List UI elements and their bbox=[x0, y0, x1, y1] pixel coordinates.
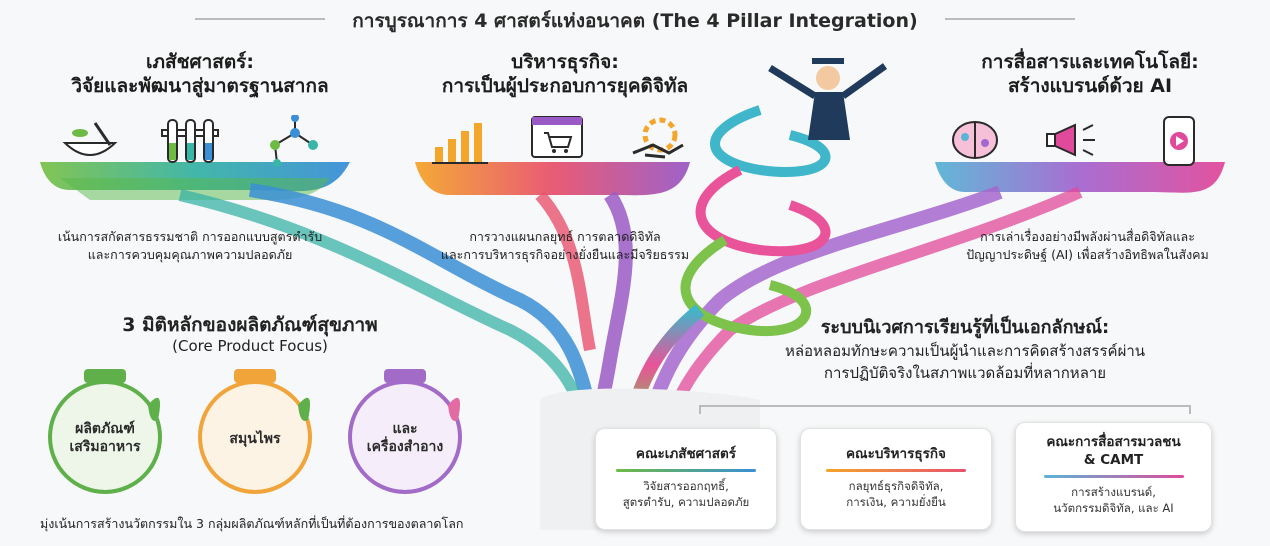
pillar-heading-line2: วิจัยและพัฒนาสู่มาตรฐานสากล bbox=[71, 75, 329, 97]
faculty-desc-line2: นวัตกรรมดิจิทัล, และ AI bbox=[1053, 501, 1174, 515]
pillar-heading-line1: การสื่อสารและเทคโนโลยี: bbox=[981, 51, 1199, 73]
faculty-name-line2: & CAMT bbox=[1083, 452, 1144, 468]
pillar-heading-line2: สร้างแบรนด์ด้วย AI bbox=[1007, 75, 1173, 97]
pillar-pharmacy-desc: เน้นการสกัดสารธรรมชาติ การออกแบบสูตรตำรั… bbox=[40, 228, 340, 264]
bar-chart-icon bbox=[432, 123, 488, 164]
pillar-desc-line1: เน้นการสกัดสารธรรมชาติ การออกแบบสูตรตำรั… bbox=[57, 229, 323, 244]
faculty-divider bbox=[1043, 475, 1184, 478]
faculty-name: คณะเภสัชศาสตร์ bbox=[635, 446, 737, 462]
product-jars bbox=[48, 369, 462, 494]
jar-label-cosmetics: และ เครื่องสำอาง bbox=[355, 420, 455, 456]
ecosystem-line2: การปฏิบัติจริงในสภาพแวดล้อมที่หลากหลาย bbox=[823, 364, 1107, 382]
faculty-name: คณะการสื่อสารมวลชน bbox=[1046, 434, 1181, 450]
faculty-desc-line1: วิจัยสารออกฤทธิ์, bbox=[643, 479, 729, 493]
pillar-heading-line1: บริหารธุรกิจ: bbox=[511, 51, 619, 73]
jar-supplements bbox=[48, 369, 162, 494]
faculty-desc-line1: กลยุทธ์ธุรกิจดิจิทัล, bbox=[848, 479, 944, 493]
pillar-communication-icons bbox=[952, 116, 1195, 166]
pillar-desc-line2: และการบริหารธุรกิจอย่างยั่งยืนและมีจริยธ… bbox=[440, 247, 690, 262]
main-title: การบูรณาการ 4 ศาสตร์แห่งอนาคต (The 4 Pil… bbox=[352, 10, 918, 32]
focus-subtitle: (Core Product Focus) bbox=[172, 337, 328, 355]
faculty-card-communication: คณะการสื่อสารมวลชน & CAMT การสร้างแบรนด์… bbox=[1015, 422, 1212, 532]
handshake-gear-icon bbox=[632, 117, 684, 159]
pillar-communication-desc: การเล่าเรื่องอย่างมีพลังผ่านสื่อดิจิทัลแ… bbox=[935, 228, 1240, 264]
ecosystem-line1: หล่อหลอมทักษะความเป็นผู้นำและการคิดสร้าง… bbox=[784, 342, 1146, 360]
title-bracket-right bbox=[945, 18, 1075, 32]
pillar-business-heading: บริหารธุรกิจ: การเป็นผู้ประกอบการยุคดิจิ… bbox=[420, 50, 710, 98]
faculty-desc-line2: สูตรตำรับ, ความปลอดภัย bbox=[622, 495, 750, 509]
focus-note: มุ่งเน้นการสร้างนวัตกรรมใน 3 กลุ่มผลิตภั… bbox=[40, 516, 464, 531]
pillar-heading-line2: การเป็นผู้ประกอบการยุคดิจิทัล bbox=[441, 75, 689, 97]
jar-herbs bbox=[198, 369, 312, 494]
title-bracket-left bbox=[195, 18, 325, 32]
smartphone-play-icon bbox=[1163, 116, 1195, 166]
faculty-name: คณะบริหารธุรกิจ bbox=[846, 446, 946, 462]
jar-label-line2: เสริมอาหาร bbox=[69, 439, 141, 455]
megaphone-icon bbox=[1046, 123, 1095, 157]
faculty-card-business: คณะบริหารธุรกิจ กลยุทธ์ธุรกิจดิจิทัล, กา… bbox=[800, 428, 992, 530]
brain-icon bbox=[952, 121, 998, 159]
pillar-desc-line1: การวางแผนกลยุทธ์ การตลาดดิจิทัล bbox=[469, 229, 661, 244]
jar-label-supplements: ผลิตภัณฑ์ เสริมอาหาร bbox=[55, 420, 155, 456]
faculty-desc-line1: การสร้างแบรนด์, bbox=[1071, 485, 1156, 499]
jar-label-line1: และ bbox=[392, 421, 418, 437]
learning-ecosystem: ระบบนิเวศการเรียนรู้ที่เป็นเอกลักษณ์: หล… bbox=[730, 316, 1200, 384]
pillar-communication-heading: การสื่อสารและเทคโนโลยี: สร้างแบรนด์ด้วย … bbox=[940, 50, 1240, 98]
molecule-icon bbox=[270, 115, 318, 167]
pillar-pharmacy-heading: เภสัชศาสตร์: วิจัยและพัฒนาสู่มาตรฐานสากล bbox=[60, 50, 340, 98]
test-tubes-icon bbox=[161, 119, 219, 163]
faculty-card-pharmacy: คณะเภสัชศาสตร์ วิจัยสารออกฤทธิ์, สูตรตำร… bbox=[595, 428, 777, 530]
pillar-desc-line2: ปัญญาประดิษฐ์ (AI) เพื่อสร้างอิทธิพลในสั… bbox=[966, 247, 1209, 262]
pillar-desc-line1: การเล่าเรื่องอย่างมีพลังผ่านสื่อดิจิทัลแ… bbox=[980, 229, 1195, 244]
pillar-business-icons bbox=[432, 116, 684, 164]
jar-label-line2: เครื่องสำอาง bbox=[366, 439, 444, 455]
focus-title: 3 มิติหลักของผลิตภัณฑ์สุขภาพ bbox=[122, 314, 378, 336]
jar-cosmetics bbox=[348, 369, 462, 494]
faculty-divider bbox=[616, 469, 756, 472]
core-product-focus: 3 มิติหลักของผลิตภัณฑ์สุขภาพ (Core Produ… bbox=[60, 313, 440, 355]
faculty-divider bbox=[826, 469, 966, 472]
pillar-business-desc: การวางแผนกลยุทธ์ การตลาดดิจิทัล และการบร… bbox=[410, 228, 720, 264]
jar-label-herbs: สมุนไพร bbox=[205, 430, 305, 448]
mortar-pestle-icon bbox=[62, 122, 118, 156]
pillar-desc-line2: และการควบคุมคุณภาพความปลอดภัย bbox=[87, 247, 293, 262]
pillar-pharmacy-icons bbox=[62, 115, 318, 167]
ecosystem-title: ระบบนิเวศการเรียนรู้ที่เป็นเอกลักษณ์: bbox=[820, 317, 1110, 338]
jar-label-line1: ผลิตภัณฑ์ bbox=[75, 421, 135, 437]
faculty-desc-line2: การเงิน, ความยั่งยืน bbox=[846, 495, 946, 509]
shopping-cart-icon bbox=[531, 116, 583, 158]
pillar-heading-line1: เภสัชศาสตร์: bbox=[146, 51, 254, 73]
jar-label-line1: สมุนไพร bbox=[229, 431, 281, 447]
